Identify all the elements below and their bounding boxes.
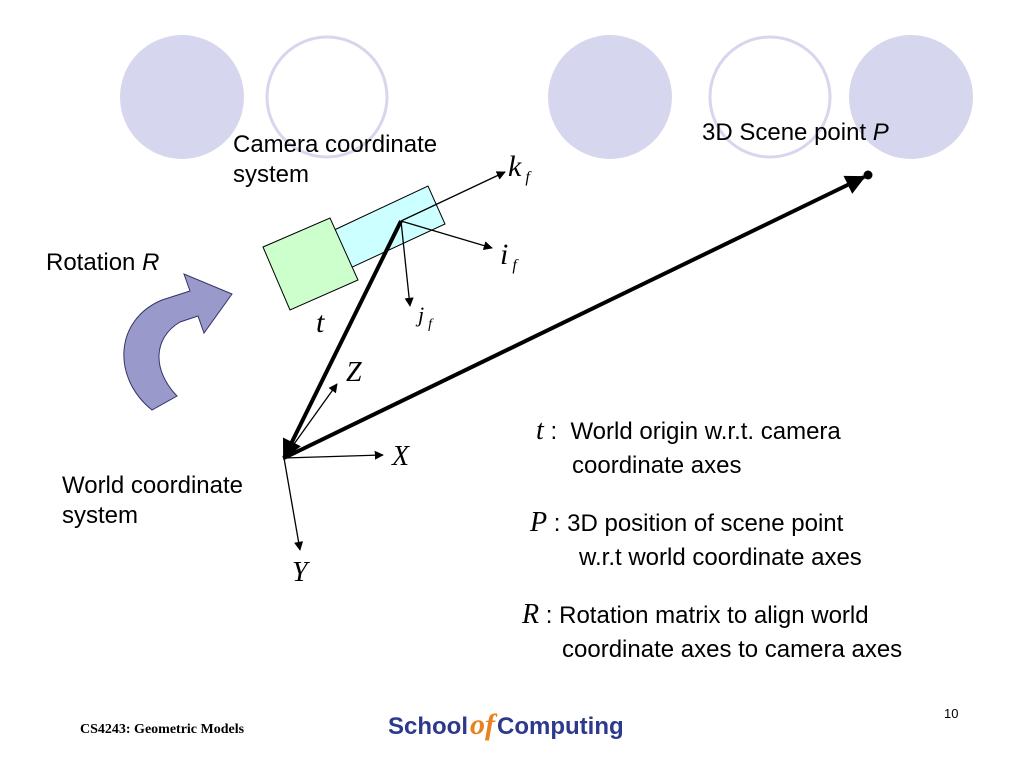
rotation-label: Rotation R <box>46 248 159 278</box>
scene-point-label: 3D Scene point P <box>702 118 889 148</box>
j-subscript: f <box>428 317 433 332</box>
definition-p-line2: w.r.t world coordinate axes <box>579 544 862 571</box>
school-of-computing-logo: SchoolofComputing <box>388 708 624 742</box>
definition-t-line2: coordinate axes <box>572 452 742 479</box>
scene-point-text: 3D Scene point <box>702 119 873 146</box>
definition-t-symbol: t <box>536 415 544 446</box>
camera-lens <box>262 217 359 311</box>
world-system-label: World coordinate system <box>62 471 243 531</box>
t-label: t <box>316 306 325 339</box>
i-symbol: i <box>500 238 509 271</box>
decor-circle-2 <box>265 35 389 159</box>
page-number: 10 <box>944 706 959 721</box>
scene-point-symbol: P <box>872 119 889 146</box>
world-label-line1: World coordinate <box>62 472 243 499</box>
definition-p-sep: : <box>547 510 568 537</box>
j-symbol: j <box>418 302 425 327</box>
k-subscript: f <box>525 169 530 186</box>
decor-circle-3 <box>548 35 672 159</box>
camera-label-line1: Camera coordinate <box>233 131 438 158</box>
k-axis-arrow <box>400 171 506 222</box>
decorative-circles <box>120 35 973 159</box>
rotation-arrow-icon <box>123 273 233 411</box>
logo-computing-text: Computing <box>497 713 624 740</box>
i-axis-arrow <box>400 220 493 251</box>
z-label: Z <box>346 357 362 388</box>
course-footer: CS4243: Geometric Models <box>80 722 245 737</box>
x-axis-arrow <box>283 450 384 460</box>
y-axis-arrow <box>283 457 304 551</box>
definition-p-symbol: P <box>530 507 548 538</box>
x-label: X <box>392 441 410 472</box>
definition-r-line1: Rotation matrix to align world <box>559 602 869 629</box>
rotation-symbol: R <box>142 249 160 276</box>
p-vector-arrow <box>283 175 866 460</box>
k-symbol: k <box>508 150 522 183</box>
t-vector-arrow <box>282 220 403 460</box>
rotation-text: Rotation <box>46 249 143 276</box>
camera-icon <box>262 185 446 311</box>
decor-circle-1 <box>120 35 244 159</box>
scene-point-dot <box>863 170 873 180</box>
logo-of-text: of <box>470 708 496 741</box>
definition-r-sep: : <box>539 602 560 629</box>
definition-r-symbol: R <box>522 599 540 630</box>
world-label-line2: system <box>62 502 139 529</box>
definition-t: t : World origin w.r.t. camera coordinat… <box>536 414 841 483</box>
definition-p: P : 3D position of scene point w.r.t wor… <box>530 506 862 575</box>
j-axis-arrow <box>400 220 414 307</box>
decor-circle-4 <box>708 35 832 159</box>
definition-t-line1: World origin w.r.t. camera <box>570 418 841 445</box>
definition-r-line2: coordinate axes to camera axes <box>562 636 903 663</box>
logo-school-text: School <box>388 713 469 740</box>
y-label: Y <box>292 557 308 588</box>
decor-circle-5 <box>849 35 973 159</box>
camera-system-label: Camera coordinate system <box>233 130 437 190</box>
definition-t-sep: : <box>543 418 571 445</box>
camera-label-line2: system <box>233 161 310 188</box>
definition-p-line1: 3D position of scene point <box>567 510 844 537</box>
i-subscript: f <box>512 257 517 274</box>
definition-r: R : Rotation matrix to align world coord… <box>522 598 902 667</box>
